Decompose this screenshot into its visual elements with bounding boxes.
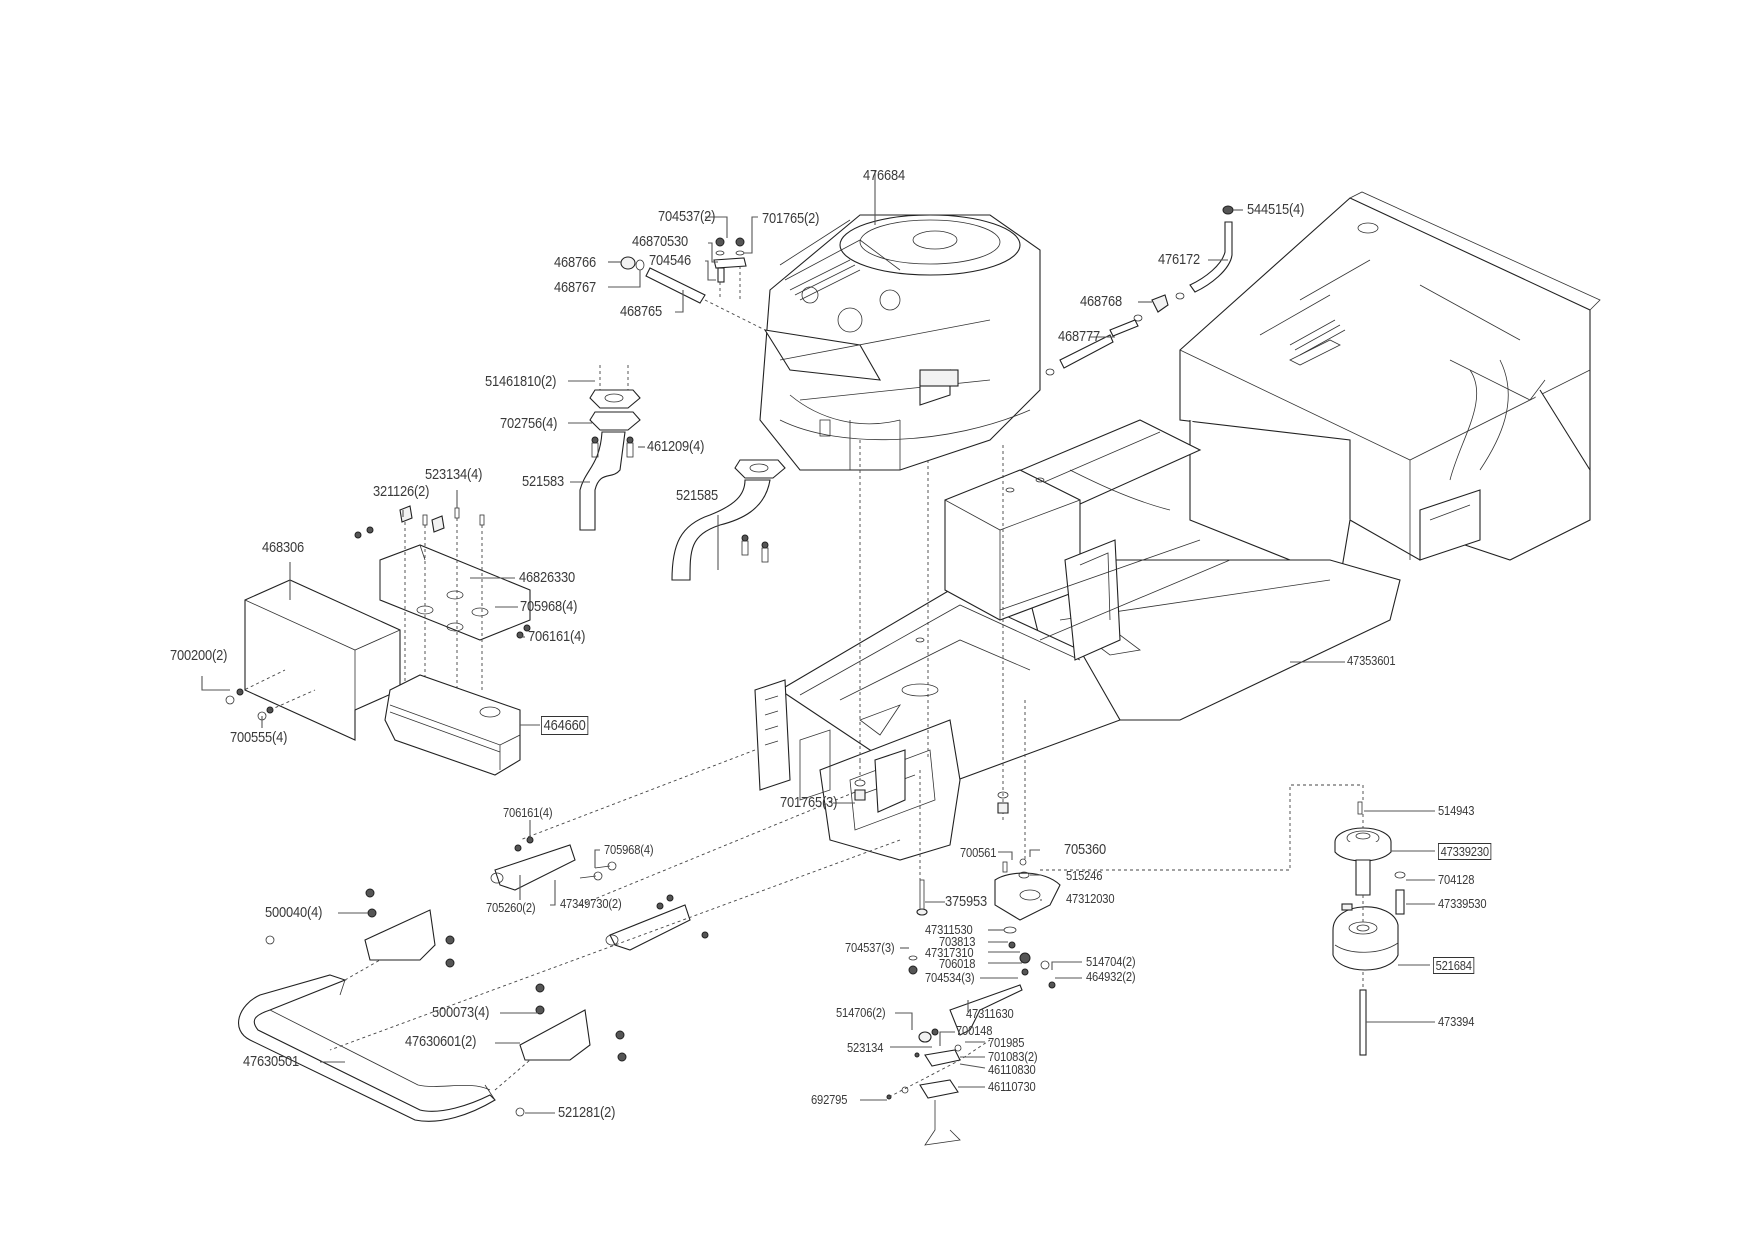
engine-fasteners [620, 237, 766, 331]
label-703813: 703813 [939, 934, 976, 949]
label-521281-2: 521281(2) [558, 1104, 616, 1121]
label-704537-2: 704537(2) [658, 208, 716, 225]
label-468777: 468777 [1058, 328, 1101, 345]
label-706018: 706018 [939, 956, 976, 971]
label-464932-2: 464932(2) [1086, 969, 1136, 984]
label-523134-4: 523134(4) [425, 466, 483, 483]
label-468766: 468766 [554, 254, 597, 271]
label-704537-3: 704537(3) [845, 940, 895, 955]
label-705968-4-bottom: 705968(4) [604, 842, 654, 857]
label-46110730: 46110730 [988, 1079, 1036, 1094]
label-51461810-2: 51461810(2) [485, 373, 557, 390]
label-704546: 704546 [649, 252, 692, 269]
label-473394: 473394 [1438, 1014, 1475, 1029]
exhaust-pipes [579, 365, 786, 581]
label-468767: 468767 [554, 279, 597, 296]
label-702756-4: 702756(4) [500, 415, 558, 432]
label-544515-4: 544515(4) [1247, 201, 1305, 218]
label-705260-2: 705260(2) [486, 900, 536, 915]
label-500073-4: 500073(4) [432, 1004, 490, 1021]
label-521585: 521585 [676, 487, 719, 504]
label-500040-4: 500040(4) [265, 904, 323, 921]
front-bumper-assembly [238, 836, 709, 1122]
engine-476684 [759, 214, 1041, 471]
electric-clutch [1332, 801, 1406, 1056]
label-47353601: 47353601 [1347, 653, 1396, 668]
label-321126-2: 321126(2) [373, 483, 430, 500]
label-705968-4-top: 705968(4) [520, 598, 578, 615]
label-engine-476684: 476684 [863, 167, 906, 184]
label-704128: 704128 [1438, 872, 1475, 887]
label-468765: 468765 [620, 303, 663, 320]
label-47630601-2: 47630601(2) [405, 1033, 477, 1050]
leader-lines [201, 170, 1435, 1114]
label-701985: 701985 [988, 1035, 1025, 1050]
label-461209-4: 461209(4) [647, 438, 705, 455]
label-47311630: 47311630 [966, 1006, 1014, 1021]
label-523134: 523134 [847, 1040, 884, 1055]
label-47317310: 47317310 [925, 945, 974, 960]
label-47339530: 47339530 [1438, 896, 1487, 911]
assembly-guide-lines [329, 440, 1364, 1051]
label-706161-4-top: 706161(4) [528, 628, 586, 645]
label-46110830: 46110830 [988, 1062, 1036, 1077]
label-705360: 705360 [1064, 841, 1107, 858]
label-700561: 700561 [960, 845, 997, 860]
label-514943: 514943 [1438, 803, 1475, 818]
label-701083-2: 701083(2) [988, 1049, 1038, 1064]
label-47630501: 47630501 [243, 1053, 300, 1070]
label-521583: 521583 [522, 473, 565, 490]
muffler-assembly [225, 505, 531, 776]
label-468768: 468768 [1080, 293, 1123, 310]
label-514706-2: 514706(2) [836, 1005, 886, 1020]
chassis-frame [754, 191, 1601, 861]
label-375953: 375953 [945, 893, 988, 910]
label-700148: 700148 [956, 1023, 993, 1038]
label-514704-2: 514704(2) [1086, 954, 1136, 969]
label-700200-2: 700200(2) [170, 647, 228, 664]
label-521684: 521684 [1433, 957, 1475, 974]
label-700555-4: 700555(4) [230, 729, 288, 746]
label-47339230: 47339230 [1438, 843, 1492, 860]
label-476172: 476172 [1158, 251, 1201, 268]
label-47349730-2: 47349730(2) [560, 896, 622, 911]
label-701765-2: 701765(2) [762, 210, 820, 227]
label-468306: 468306 [262, 539, 305, 556]
fuel-line [1045, 205, 1234, 376]
label-46826330: 46826330 [519, 569, 576, 586]
label-706161-4-bottom: 706161(4) [503, 805, 553, 820]
label-47312030: 47312030 [1066, 891, 1115, 906]
label-692795: 692795 [811, 1092, 848, 1107]
label-46870530: 46870530 [632, 233, 689, 250]
label-464660: 464660 [541, 716, 589, 735]
pto-linkage [886, 858, 1061, 1146]
label-701765-3: 701765(3) [780, 794, 838, 811]
label-704534-3: 704534(3) [925, 970, 975, 985]
label-47311530: 47311530 [925, 922, 973, 937]
label-515246: 515246 [1066, 868, 1103, 883]
